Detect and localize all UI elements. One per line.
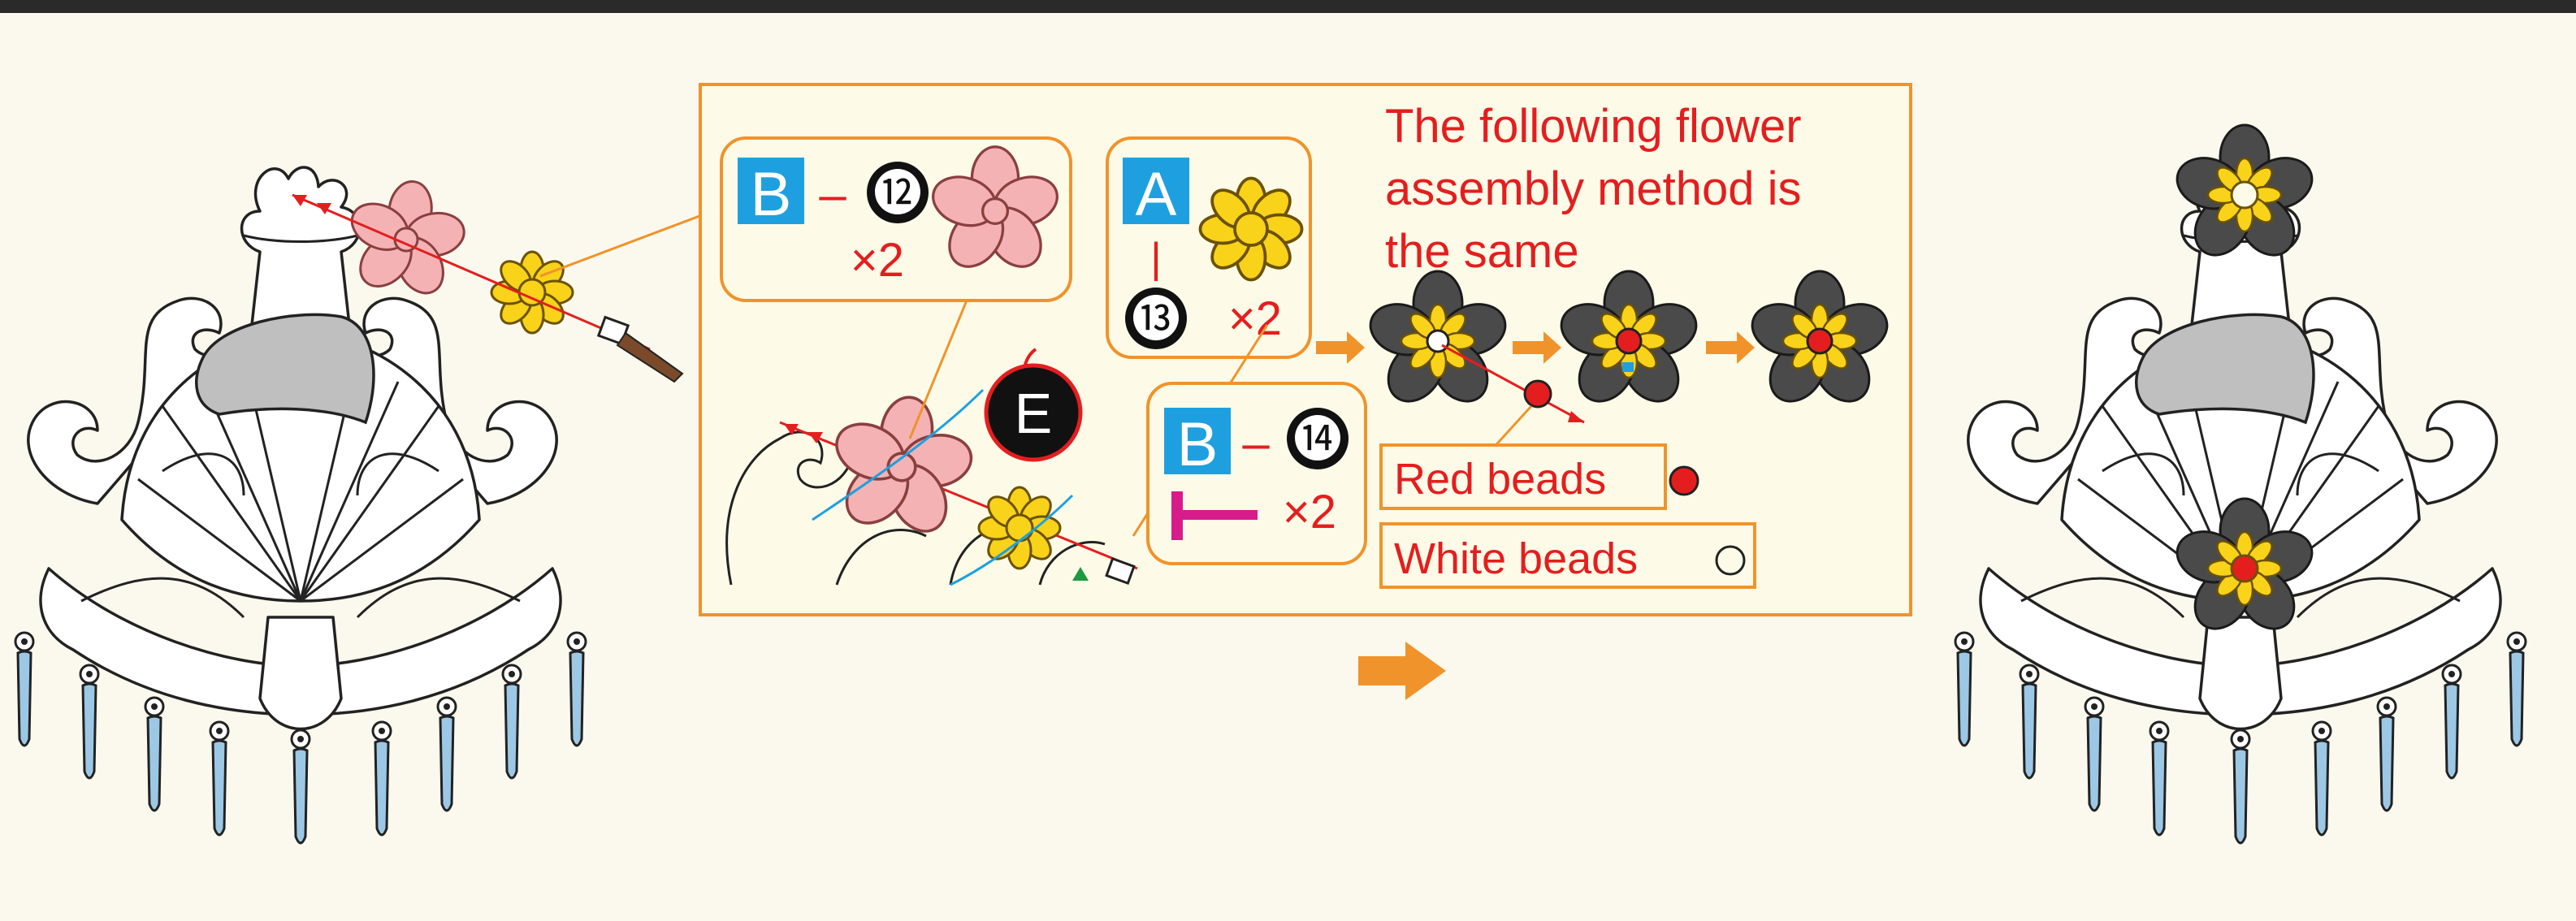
part-e-badge — [984, 363, 1083, 462]
chandelier-after-illustration — [1954, 123, 2527, 845]
white-beads-text: White beads — [1394, 534, 1638, 583]
part-number-badge — [1287, 408, 1349, 469]
quantity-label: ×2 — [851, 234, 904, 287]
part-letter-badge — [1123, 158, 1189, 224]
note-line-2: assembly method is — [1385, 162, 1802, 215]
part-letter: B — [751, 160, 792, 229]
callout-leader — [1489, 404, 1533, 452]
pin-icon — [1171, 491, 1258, 540]
dark-flower-icon — [2169, 497, 2320, 641]
sequence-arrow-icon — [1316, 331, 1365, 364]
dark-flower-icon — [1744, 270, 1895, 413]
yellow-flower-icon — [490, 250, 574, 335]
white-bead-icon — [1715, 545, 1746, 576]
shade-cap-icon — [2135, 313, 2315, 425]
red-beads-text: Red beads — [1394, 455, 1606, 504]
marker-triangle-icon — [1072, 567, 1089, 581]
white-bead-icon — [2230, 180, 2259, 210]
quantity-label: ×2 — [1228, 292, 1282, 345]
red-bead-icon — [1806, 327, 1834, 355]
sequence-arrow-icon — [1513, 331, 1561, 364]
white-beads-label: White beads — [1379, 522, 1756, 589]
yellow-flower-icon — [1198, 176, 1304, 282]
assembly-note: The following flower assembly method is … — [1385, 100, 1802, 278]
note-line-3: the same — [1385, 225, 1579, 278]
chandelier-before-illustration — [14, 166, 756, 845]
part-number: ⓭ — [1132, 292, 1180, 347]
dark-flower-icon — [2169, 123, 2320, 267]
top-rule — [0, 0, 2576, 13]
part-number: ⓮ — [1293, 413, 1342, 467]
part-number-badge — [867, 162, 929, 223]
next-step-arrow-icon — [1358, 642, 1446, 700]
dash-symbol: – — [819, 167, 846, 222]
quantity-label: ×2 — [1283, 486, 1336, 538]
red-bead-icon — [2230, 554, 2259, 583]
dash-symbol: – — [1242, 416, 1270, 470]
yellow-flower-icon — [977, 486, 1062, 570]
part-letter: E — [1015, 382, 1053, 445]
red-beads-label: Red beads — [1379, 443, 1699, 510]
flower-assembly-sequence — [1316, 270, 1895, 452]
callout-b12: B – ⓬ ×2 — [720, 136, 1072, 302]
part-letter: B — [1177, 410, 1219, 479]
part-number-badge — [1125, 288, 1187, 349]
callout-e: E — [984, 348, 1083, 462]
dash-symbol: | — [1150, 235, 1162, 282]
dark-flower-icon — [1553, 270, 1704, 413]
shade-cap-icon — [195, 313, 375, 425]
callout-a13: A | ⓭ ×2 — [1106, 136, 1312, 359]
note-line-1: The following flower — [1385, 100, 1802, 153]
callout-leader — [908, 300, 968, 439]
part-letter-badge — [1164, 408, 1231, 474]
part-letter: A — [1136, 160, 1177, 229]
part-letter-badge — [738, 158, 804, 224]
red-bead-icon — [1669, 465, 1699, 496]
red-bead-icon — [1523, 379, 1552, 409]
sequence-arrow-icon — [1706, 331, 1755, 364]
part-number: ⓬ — [873, 166, 922, 221]
callout-b14: B – ⓮ ×2 — [1146, 382, 1367, 565]
